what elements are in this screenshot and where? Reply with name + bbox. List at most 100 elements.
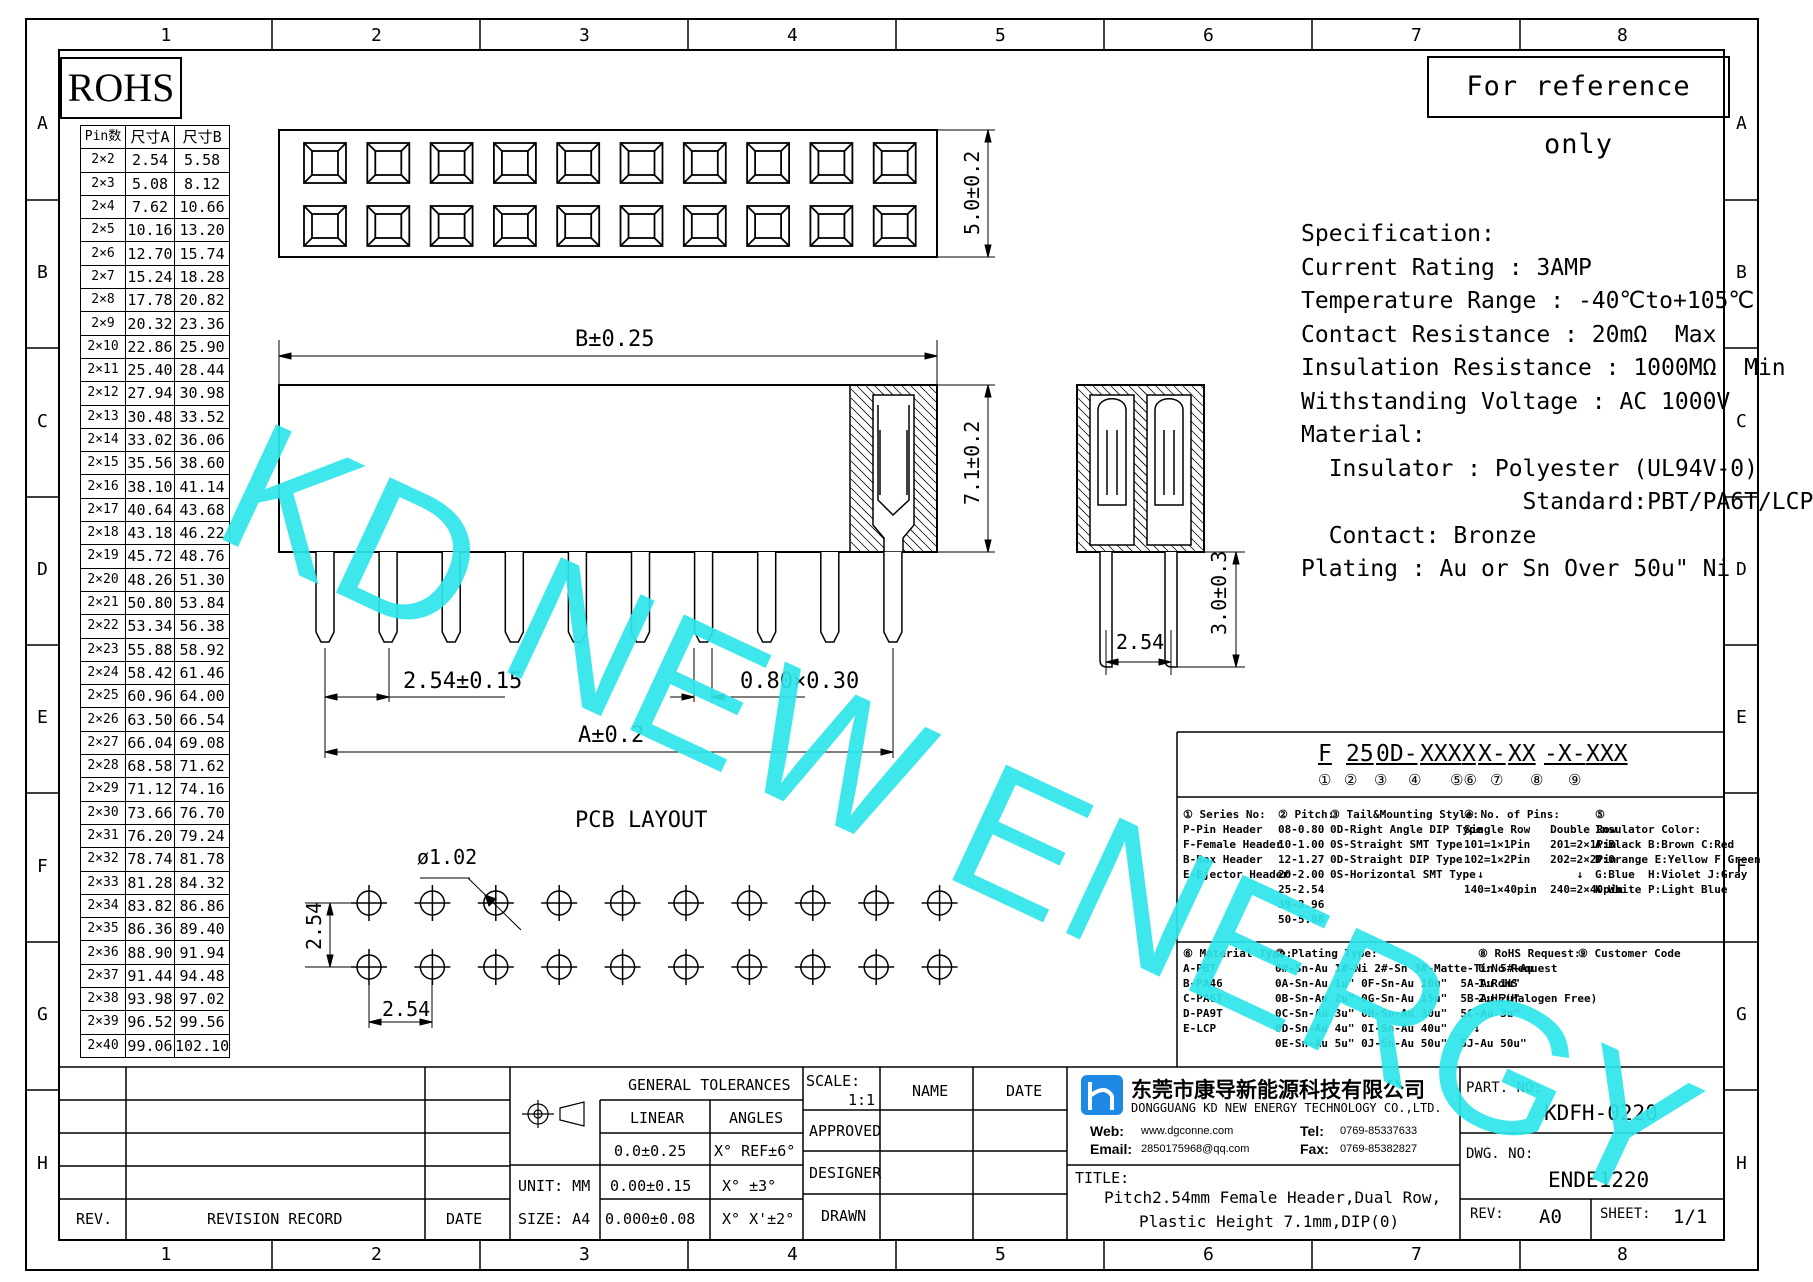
tol-angle-3: X° X'±2° — [722, 1210, 795, 1228]
table-cell: 15.24 — [125, 264, 175, 290]
part-code-index: ④ — [1408, 771, 1422, 789]
dim-pcb-row-pitch: 2.54 — [302, 901, 326, 950]
row-label-right: C — [1736, 410, 1747, 432]
legend-series: ① Series No: P-Pin Header F-Female Heade… — [1183, 808, 1289, 881]
contact-cavity — [429, 205, 474, 247]
table-cell: 79.24 — [173, 823, 231, 849]
header-pin — [567, 552, 588, 643]
table-cell: 66.04 — [125, 730, 175, 756]
table-cell: 2×38 — [80, 986, 126, 1012]
web-url: www.dgconne.com — [1141, 1125, 1234, 1137]
rev-label: REV: — [1470, 1206, 1504, 1222]
spec-line: Temperature Range : -40℃to+105℃ — [1301, 288, 1755, 314]
contact-cavity-inner — [627, 150, 656, 176]
part-code-index: ⑨ — [1568, 771, 1582, 789]
contact-cavity — [809, 142, 854, 184]
table-cell: 41.14 — [173, 474, 231, 499]
contact-cavity — [809, 205, 854, 247]
column-label-top: 7 — [1411, 25, 1422, 46]
table-cell: 99.06 — [125, 1033, 175, 1058]
table-cell: 81.78 — [173, 847, 231, 872]
table-cell: 25.90 — [173, 334, 231, 359]
table-cell: 2×20 — [80, 567, 126, 592]
header-pin — [883, 552, 903, 643]
spec-line: Material: — [1301, 422, 1426, 448]
legend-rohs: ⑧ RoHS Request: 0:No Request 1:RoHS 2:HF… — [1478, 947, 1598, 1005]
table-cell: 43.18 — [125, 521, 175, 546]
part-code-segment: X — [1462, 741, 1476, 767]
header-pin — [756, 552, 777, 643]
dim-hole-diameter: ø1.02 — [417, 845, 478, 869]
dim-top-height: 5.0±0.2 — [960, 150, 984, 235]
legend-plating: ⑦ Plating Type: 0#-Sn-Au 1#-Ni 2#-Sn 3#-… — [1275, 947, 1534, 1050]
header-pin — [378, 552, 398, 643]
size-label: SIZE: A4 — [518, 1210, 591, 1228]
table-cell: 68.58 — [125, 754, 175, 779]
web-label: Web: — [1090, 1123, 1124, 1139]
dim-pcb-col-pitch: 2.54 — [382, 997, 431, 1021]
table-cell: 74.16 — [173, 777, 231, 802]
table-cell: 38.10 — [125, 474, 175, 499]
row-label-left: C — [37, 410, 48, 432]
table-cell: 46.22 — [173, 521, 231, 546]
table-header-pins: Pin数 — [80, 124, 126, 150]
table-cell: 96.52 — [125, 1010, 175, 1035]
table-cell: 2×26 — [80, 707, 126, 732]
contact-cavity-inner — [564, 213, 593, 239]
column-label-bottom: 3 — [579, 1244, 590, 1265]
pcb-layout-title: PCB LAYOUT — [575, 808, 708, 833]
contact-cavity-inner — [817, 150, 846, 176]
header-pin — [630, 552, 651, 643]
dwg-no-value: ENDE1220 — [1548, 1168, 1650, 1192]
table-cell: 18.28 — [173, 264, 231, 290]
part-code-index: ⑦ — [1490, 771, 1504, 789]
contact-cavity — [556, 205, 601, 247]
tol-angles: ANGLES — [729, 1109, 784, 1127]
column-label-bottom: 6 — [1203, 1244, 1214, 1265]
table-cell: 99.56 — [173, 1010, 231, 1035]
table-cell: 81.28 — [125, 870, 175, 895]
column-label-top: 5 — [995, 25, 1006, 46]
spec-line: Current Rating : 3AMP — [1301, 254, 1592, 281]
table-cell: 28.44 — [173, 357, 231, 383]
contact-cavity — [366, 142, 411, 184]
table-cell: 71.12 — [125, 777, 175, 802]
table-cell: 48.26 — [125, 567, 175, 592]
table-cell: 10.66 — [173, 194, 231, 220]
table-cell: 2×33 — [80, 870, 126, 895]
contact-cavity-inner — [690, 213, 719, 239]
spec-line: Specification: — [1301, 221, 1495, 247]
table-cell: 53.84 — [173, 590, 231, 616]
row-label-right: E — [1736, 707, 1747, 728]
contact-cavity — [872, 142, 917, 184]
table-cell: 23.36 — [173, 311, 231, 336]
spec-line: Standard:PBT/PA6T/LCP — [1301, 489, 1813, 515]
designer-label: DESIGNER — [809, 1164, 882, 1182]
general-tolerances: GENERAL TOLERANCES — [628, 1076, 791, 1094]
title-line-1: Pitch2.54mm Female Header,Dual Row, — [1104, 1188, 1442, 1207]
contact-cavity — [492, 205, 537, 247]
part-code-segment: X- — [1478, 741, 1506, 767]
row-label-right: A — [1736, 113, 1747, 134]
legend-customer: ⑨ Customer Code — [1578, 947, 1681, 960]
table-cell: 5.08 — [125, 171, 175, 196]
column-label-top: 1 — [160, 25, 172, 46]
contact-cavity-inner — [437, 150, 466, 176]
company-name-cn: 东莞市康导新能源科技有限公司 — [1131, 1079, 1425, 1102]
table-cell: 2×35 — [80, 917, 126, 942]
table-cell: 2×27 — [80, 730, 126, 756]
table-cell: 40.64 — [125, 497, 175, 523]
